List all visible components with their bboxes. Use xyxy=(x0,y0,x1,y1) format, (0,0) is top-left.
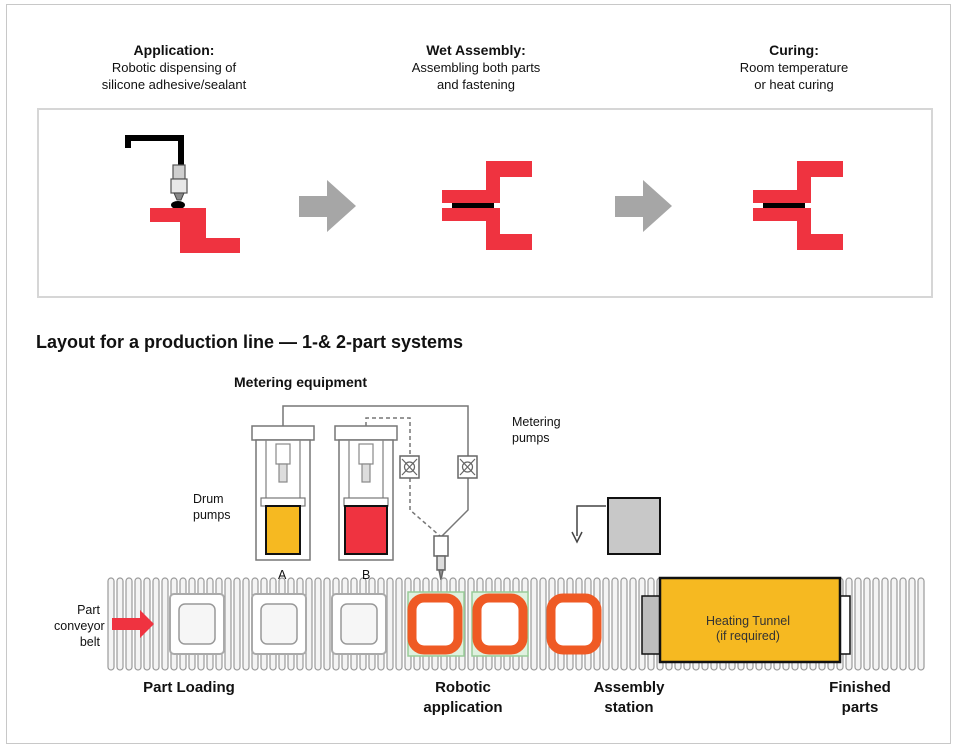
stage-wet-assembly-header: Wet Assembly: Assembling both parts and … xyxy=(376,42,576,93)
stage-curing-desc-1: Room temperature xyxy=(739,60,849,75)
heating-tunnel-label: Heating Tunnel (if required) xyxy=(660,614,836,644)
conveyor-slat xyxy=(899,577,907,671)
process-arrow-2 xyxy=(615,180,672,232)
conveyor-slat xyxy=(602,577,610,671)
conveyor-label-1: Part xyxy=(77,603,100,617)
empty-part-2 xyxy=(251,593,307,655)
conveyor-slat xyxy=(395,577,403,671)
stage-curing-title: Curing: xyxy=(769,42,819,58)
metering-pumps-label-2: pumps xyxy=(512,431,550,445)
conveyor-slat xyxy=(872,577,880,671)
adhesive-part-1 xyxy=(407,591,465,657)
metering-pump-right-icon xyxy=(457,455,478,479)
stage-wet-assembly-desc-2: and fastening xyxy=(436,77,516,92)
conveyor-label: Part conveyor belt xyxy=(54,602,105,650)
conveyor-slat xyxy=(314,577,322,671)
part-lower-stage1 xyxy=(150,208,240,253)
process-arrow-1 xyxy=(299,180,356,232)
conveyor-slat xyxy=(917,577,925,671)
stage-wet-assembly-desc-1: Assembling both parts xyxy=(411,60,541,75)
metering-pump-left-icon xyxy=(399,455,420,479)
finished-parts-label-1: Finished xyxy=(829,679,891,696)
stage-wet-assembly-title: Wet Assembly: xyxy=(426,42,526,58)
stage-application-header: Application: Robotic dispensing of silic… xyxy=(74,42,274,93)
drum-a-label: A xyxy=(278,568,287,582)
assembly-press-icon xyxy=(571,497,661,555)
figure-frame xyxy=(6,4,951,744)
metering-pumps-label: Metering pumps xyxy=(512,414,561,446)
conveyor-slat xyxy=(890,577,898,671)
conveyor-slat xyxy=(620,577,628,671)
conveyor-slat xyxy=(323,577,331,671)
conveyor-input-arrow xyxy=(112,610,154,638)
conveyor-slat xyxy=(863,577,871,671)
drum-b-label: B xyxy=(362,568,371,582)
finished-parts-label-2: parts xyxy=(841,699,879,716)
finished-parts-label: Finished parts xyxy=(810,678,910,718)
conveyor-label-3: belt xyxy=(79,635,100,649)
assembly-station-label-1: Assembly xyxy=(593,679,665,696)
conveyor-slat xyxy=(161,577,169,671)
conveyor-slat xyxy=(611,577,619,671)
stage-curing-header: Curing: Room temperature or heat curing xyxy=(694,42,894,93)
drum-pumps-label-2: pumps xyxy=(193,508,231,522)
adhesive-part-3 xyxy=(546,593,602,655)
empty-part-1 xyxy=(169,593,225,655)
stage-application-desc-2: silicone adhesive/sealant xyxy=(101,77,247,92)
layout-title: Layout for a production line — 1-& 2-par… xyxy=(36,332,464,352)
metering-equipment-label: Metering equipment xyxy=(234,374,368,390)
drum-pump-b xyxy=(334,425,398,561)
conveyor-slat xyxy=(908,577,916,671)
assembled-joint-stage3 xyxy=(753,161,843,250)
conveyor-slat xyxy=(242,577,250,671)
conveyor-slat xyxy=(530,577,538,671)
conveyor-slat xyxy=(629,577,637,671)
conveyor-slat xyxy=(386,577,394,671)
conveyor-label-2: conveyor xyxy=(54,619,105,633)
assembly-station-label: Assembly station xyxy=(574,678,684,718)
conveyor-slat xyxy=(539,577,547,671)
drum-pump-a xyxy=(251,425,315,561)
dispenser-icon xyxy=(125,135,188,209)
conveyor-slat xyxy=(224,577,232,671)
robotic-application-label-1: Robotic xyxy=(435,679,491,696)
adhesive-part-2 xyxy=(471,591,529,657)
conveyor-slat xyxy=(854,577,862,671)
stage-application-desc-1: Robotic dispensing of xyxy=(111,60,237,75)
drum-pumps-label: Drum pumps xyxy=(193,491,231,523)
stage-curing-desc-2: or heat curing xyxy=(754,77,834,92)
robotic-application-label: Robotic application xyxy=(408,678,518,718)
empty-part-3 xyxy=(331,593,387,655)
metering-pumps-label-1: Metering xyxy=(512,415,561,429)
dispensing-head-icon xyxy=(433,535,449,581)
conveyor-slat xyxy=(881,577,889,671)
metering-piping xyxy=(282,405,469,537)
drum-pumps-label-1: Drum xyxy=(193,492,224,506)
process-panel xyxy=(37,108,933,298)
heating-tunnel xyxy=(641,576,851,664)
assembled-joint-stage2 xyxy=(442,161,532,250)
heating-tunnel-label-2: (if required) xyxy=(716,629,780,643)
conveyor-slat xyxy=(233,577,241,671)
robotic-application-label-2: application xyxy=(423,699,503,716)
assembly-station-label-2: station xyxy=(604,699,654,716)
part-loading-label: Part Loading xyxy=(143,679,235,696)
heating-tunnel-label-1: Heating Tunnel xyxy=(705,614,791,628)
stage-application-title: Application: xyxy=(133,42,215,58)
